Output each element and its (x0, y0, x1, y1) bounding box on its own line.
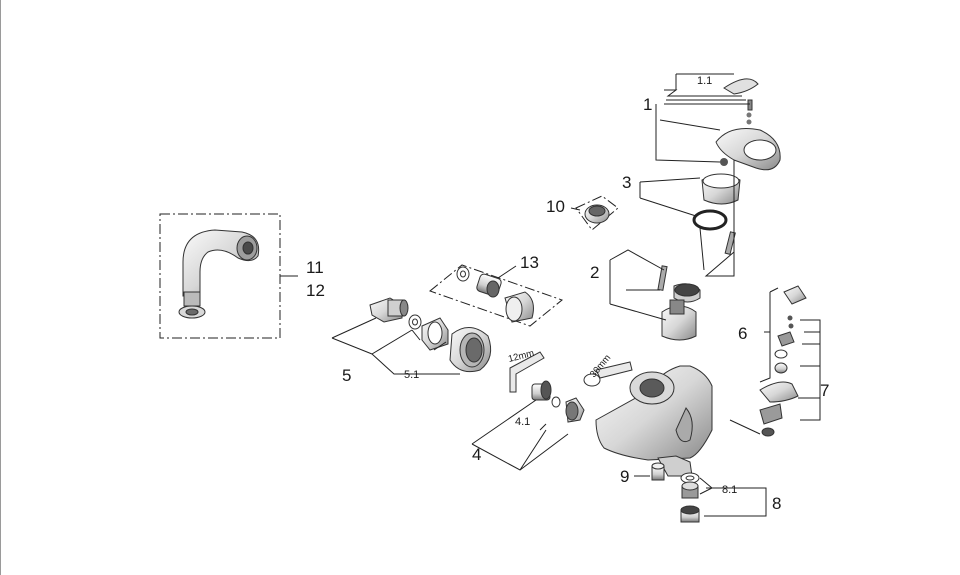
label-8: 8 (772, 494, 781, 513)
mixer-body (595, 365, 713, 477)
label-10: 10 (546, 197, 565, 216)
part4-group: 4.1 4 (471, 380, 585, 471)
part10-group: 10 (546, 195, 619, 231)
spout-part (178, 229, 260, 319)
spout-group: 11 12 (159, 213, 325, 339)
hex-key-tool: 12mm (507, 348, 545, 393)
part2-group: 2 (590, 160, 736, 341)
label-5-1: 5.1 (404, 369, 419, 381)
label-1: 1 (643, 95, 652, 114)
label-8-1: 8.1 (722, 484, 737, 496)
label-13: 13 (520, 253, 539, 272)
part13-box (428, 264, 564, 327)
label-3: 3 (622, 173, 631, 192)
label-11: 11 (306, 258, 324, 277)
part3-group: 3 (622, 173, 741, 231)
label-9: 9 (620, 467, 629, 486)
part5-group: 5 5.1 (331, 297, 492, 385)
label-7: 7 (820, 381, 829, 400)
part8-group: 8.1 8 (680, 472, 781, 523)
part9-group: 9 (620, 462, 665, 486)
label-12: 12 (306, 281, 325, 300)
part1-group: 1.1 1 (643, 73, 781, 171)
socket-tool: 30mm (583, 353, 633, 387)
part6-7-group: 6 7 (729, 285, 829, 437)
label-5: 5 (342, 366, 351, 385)
label-4-1: 4.1 (515, 416, 530, 428)
part13-group: 13 (428, 253, 564, 327)
label-1-1: 1.1 (697, 75, 712, 87)
label-4: 4 (472, 445, 481, 464)
part10-box (575, 195, 619, 231)
label-2: 2 (590, 263, 599, 282)
tools-group: 12mm 30mm (507, 348, 633, 393)
label-6: 6 (738, 324, 747, 343)
